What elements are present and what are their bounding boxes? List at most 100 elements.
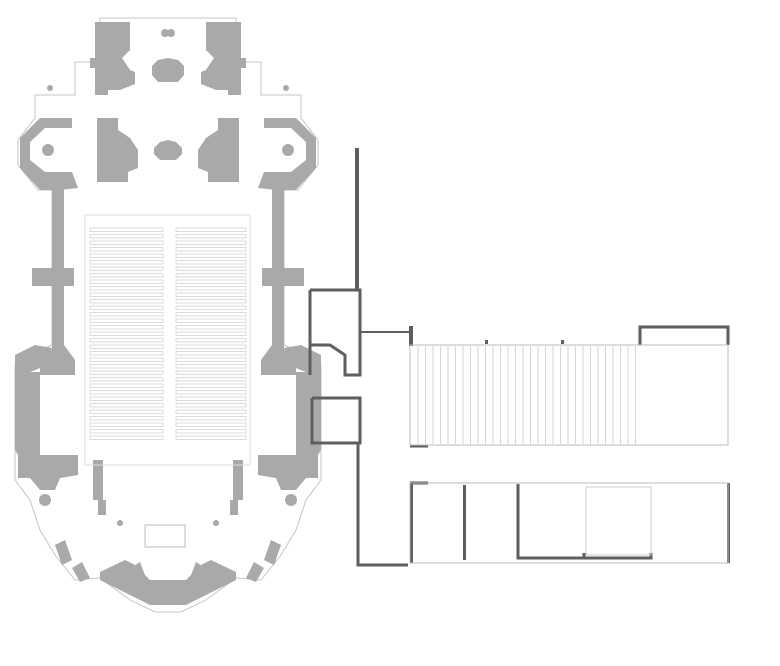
pew <box>175 286 247 291</box>
apse-pier <box>98 500 106 515</box>
pew <box>175 292 247 297</box>
pew <box>89 247 164 252</box>
pew <box>89 312 164 317</box>
hall-north-wall <box>409 326 413 346</box>
stair-newel <box>42 144 54 156</box>
stair-tower-wall <box>20 118 78 190</box>
pew <box>175 338 247 343</box>
boundary-wall <box>355 148 359 290</box>
column <box>47 85 53 91</box>
pew <box>175 227 247 232</box>
pew <box>175 351 247 356</box>
nave-lower-wall <box>30 372 40 457</box>
annex-plan <box>308 148 730 567</box>
pew <box>89 416 164 421</box>
hall-column <box>485 340 488 344</box>
hall-outline <box>409 344 729 446</box>
altar <box>144 524 186 548</box>
pew <box>89 338 164 343</box>
church-left-half <box>14 17 169 613</box>
pew <box>175 429 247 434</box>
chancel-pier <box>97 118 138 182</box>
pew <box>89 227 164 232</box>
nave-pilaster <box>32 268 74 286</box>
pew <box>175 416 247 421</box>
column <box>161 29 169 37</box>
pew <box>89 305 164 310</box>
pew <box>175 325 247 330</box>
pew <box>89 325 164 330</box>
pew <box>89 234 164 239</box>
pew <box>175 383 247 388</box>
pew <box>175 253 247 258</box>
pew <box>175 435 247 440</box>
pew <box>89 409 164 414</box>
pew <box>89 240 164 245</box>
pew <box>175 312 247 317</box>
pew <box>89 260 164 265</box>
pew <box>89 292 164 297</box>
room-wall <box>410 483 413 563</box>
crossing-pier <box>18 455 78 490</box>
tower-pier <box>90 22 135 95</box>
room-wall <box>463 485 466 560</box>
pew <box>175 396 247 401</box>
pew <box>175 305 247 310</box>
link-room-outline <box>308 288 362 377</box>
pew <box>89 370 164 375</box>
apse-pier <box>93 460 103 500</box>
pew <box>175 247 247 252</box>
chancel-column <box>154 140 168 160</box>
church-plan <box>14 17 322 613</box>
rooms-outline <box>409 482 729 564</box>
pew <box>175 409 247 414</box>
pew <box>175 422 247 427</box>
nave-floor-outline <box>84 214 251 466</box>
column <box>117 520 123 526</box>
pew <box>175 370 247 375</box>
pew <box>89 286 164 291</box>
pew <box>89 396 164 401</box>
pew <box>89 364 164 369</box>
pew <box>89 435 164 440</box>
pew <box>89 351 164 356</box>
stage-wall <box>638 325 730 345</box>
pew <box>89 422 164 427</box>
wc-room-outline <box>310 396 362 445</box>
church-right-half <box>166 17 322 613</box>
room-outline <box>585 486 652 556</box>
pew <box>175 273 247 278</box>
pew <box>175 279 247 284</box>
pew <box>175 390 247 395</box>
pew <box>175 403 247 408</box>
pew <box>175 234 247 239</box>
nave-diagonal-wall <box>15 345 52 455</box>
pew <box>175 260 247 265</box>
room-wall <box>516 484 586 560</box>
pew <box>89 429 164 434</box>
pew <box>175 240 247 245</box>
pew <box>89 331 164 336</box>
pew <box>89 318 164 323</box>
pew <box>89 403 164 408</box>
pew <box>175 364 247 369</box>
pew <box>89 357 164 362</box>
apse-buttress <box>128 562 146 585</box>
pew <box>175 377 247 382</box>
pew <box>89 273 164 278</box>
pew <box>89 383 164 388</box>
pew <box>89 266 164 271</box>
pew <box>175 357 247 362</box>
pew <box>89 344 164 349</box>
pew <box>89 377 164 382</box>
hall-floor-slats <box>417 346 636 444</box>
apse-wall <box>55 540 72 565</box>
corridor-wall <box>356 443 408 567</box>
church-outline <box>14 17 168 613</box>
tower-column <box>152 58 168 82</box>
apse-wall <box>72 562 90 582</box>
pew <box>89 253 164 258</box>
pew <box>89 299 164 304</box>
stair-newel <box>39 494 51 506</box>
